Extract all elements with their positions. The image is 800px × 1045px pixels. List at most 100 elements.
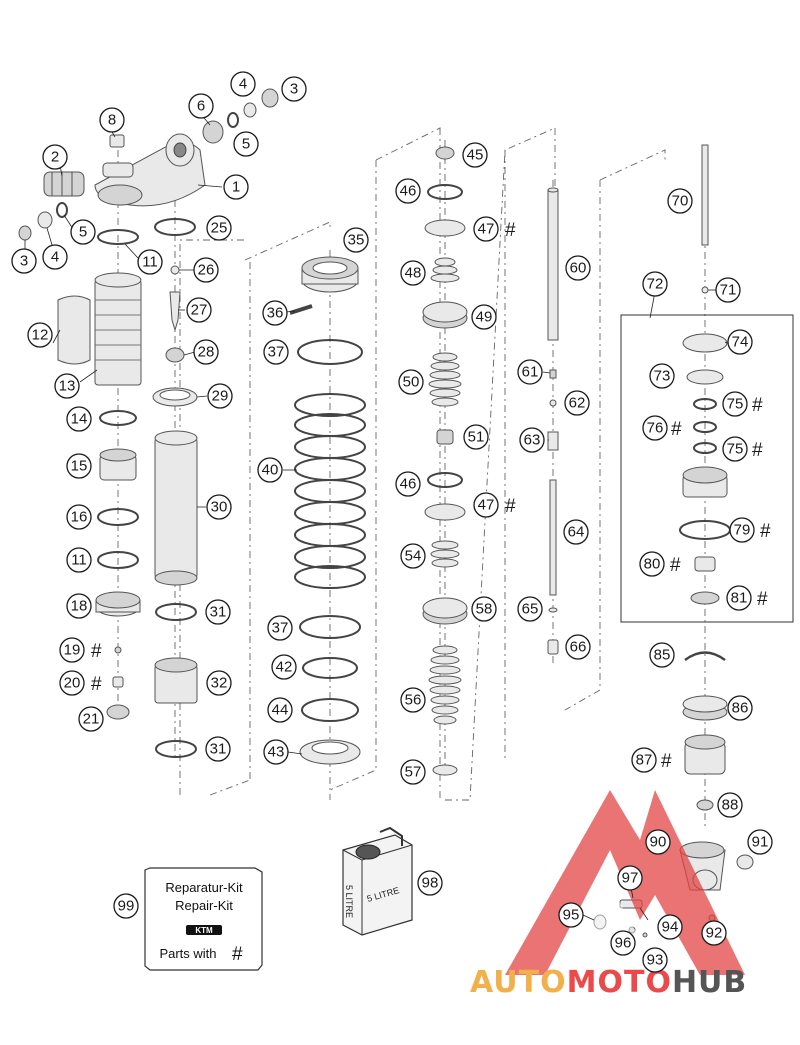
callout-86: 86 (727, 695, 753, 721)
ring (427, 184, 463, 200)
shock-body (154, 430, 198, 586)
callout-79: 79 (729, 517, 755, 543)
callout-4: 4 (230, 71, 256, 97)
svg-text:19: 19 (64, 642, 81, 659)
seal-ring (99, 410, 137, 426)
nut (165, 347, 185, 363)
piston (422, 301, 468, 329)
callout-14: 14 (66, 406, 92, 432)
svg-text:49: 49 (476, 309, 493, 326)
callout-73: 73 (649, 363, 675, 389)
callout-12: 12 (27, 322, 53, 348)
ball (549, 399, 557, 407)
svg-text:91: 91 (752, 834, 769, 851)
svg-text:4: 4 (51, 249, 59, 266)
svg-text:6: 6 (197, 98, 205, 115)
callout-80: 80 (639, 551, 665, 577)
svg-text:80: 80 (644, 556, 661, 573)
spring-seat-washer (297, 339, 363, 365)
bearing-housing (682, 695, 728, 721)
svg-text:11: 11 (142, 254, 158, 271)
svg-text:75: 75 (727, 441, 744, 458)
svg-text:87: 87 (636, 752, 653, 769)
callout-13: 13 (54, 373, 80, 399)
o-ring (693, 421, 717, 433)
callout-66: 66 (565, 634, 591, 660)
needle (169, 291, 181, 332)
svg-text:71: 71 (720, 282, 737, 299)
callout-76: 76 (642, 415, 668, 441)
valve-core (114, 646, 122, 654)
svg-text:37: 37 (268, 344, 285, 361)
svg-text:73: 73 (654, 368, 671, 385)
callout-30: 30 (206, 494, 232, 520)
svg-text:98: 98 (422, 875, 439, 892)
shim-stack (430, 540, 460, 568)
o-ring (97, 551, 139, 569)
callout-75: 75 (722, 436, 748, 462)
svg-text:44: 44 (272, 702, 289, 719)
callout-70: 70 (667, 188, 693, 214)
coil-spring (294, 393, 366, 589)
kit-title-en: Repair-Kit (175, 898, 233, 913)
svg-text:64: 64 (568, 524, 585, 541)
repair-kit-box: Reparatur-Kit Repair-Kit KTM Parts with … (144, 867, 263, 971)
bushing (694, 556, 716, 572)
callout-71: 71 (715, 277, 741, 303)
callout-72: 72 (642, 271, 668, 297)
svg-text:47: 47 (478, 221, 495, 238)
svg-text:31: 31 (210, 604, 227, 621)
callout-5: 5 (233, 131, 259, 157)
svg-text:95: 95 (563, 907, 580, 924)
svg-text:28: 28 (198, 344, 215, 361)
screw (289, 304, 313, 315)
svg-text:58: 58 (476, 601, 493, 618)
svg-text:29: 29 (212, 388, 229, 405)
svg-text:36: 36 (267, 305, 284, 322)
callout-62: 62 (564, 390, 590, 416)
reservoir-cylinder (94, 272, 142, 386)
seal-ring (97, 508, 139, 526)
callout-31: 31 (205, 599, 231, 625)
callout-60: 60 (565, 255, 591, 281)
label-sleeve (57, 295, 91, 365)
callout-92: 92 (701, 920, 727, 946)
callout-64: 64 (563, 519, 589, 545)
callout-91: 91 (747, 829, 773, 855)
kit-title-de: Reparatur-Kit (165, 880, 243, 895)
svg-text:45: 45 (467, 147, 484, 164)
hash-marker: # (91, 674, 102, 695)
callout-6: 6 (188, 93, 214, 119)
svg-text:93: 93 (647, 952, 664, 969)
callout-27: 27 (186, 297, 212, 323)
callout-42: 42 (271, 654, 297, 680)
svg-text:21: 21 (83, 711, 100, 728)
callout-49: 49 (471, 304, 497, 330)
callout-96: 96 (610, 930, 636, 956)
callout-90: 90 (645, 829, 671, 855)
washer (424, 503, 466, 521)
kit-hash: # (232, 944, 243, 965)
callout-50: 50 (398, 369, 424, 395)
svg-text:5: 5 (79, 224, 87, 241)
hash-marker: # (505, 220, 516, 241)
valve-cap (593, 914, 607, 930)
svg-text:40: 40 (262, 462, 279, 479)
hash-marker: # (661, 751, 672, 772)
adjuster-rod (549, 479, 557, 596)
svg-text:3: 3 (290, 81, 298, 98)
callout-15: 15 (66, 453, 92, 479)
callout-21: 21 (78, 706, 104, 732)
hash-marker: # (752, 395, 763, 416)
callout-18: 18 (66, 593, 92, 619)
svg-text:27: 27 (191, 302, 208, 319)
callout-93: 93 (642, 947, 668, 973)
callout-99: 99 (113, 893, 139, 919)
callout-98: 98 (417, 870, 443, 896)
callout-81: 81 (726, 585, 752, 611)
callout-32: 32 (206, 670, 232, 696)
callout-74: 74 (727, 329, 753, 355)
svg-text:85: 85 (654, 647, 671, 664)
needle-rod (701, 144, 709, 246)
